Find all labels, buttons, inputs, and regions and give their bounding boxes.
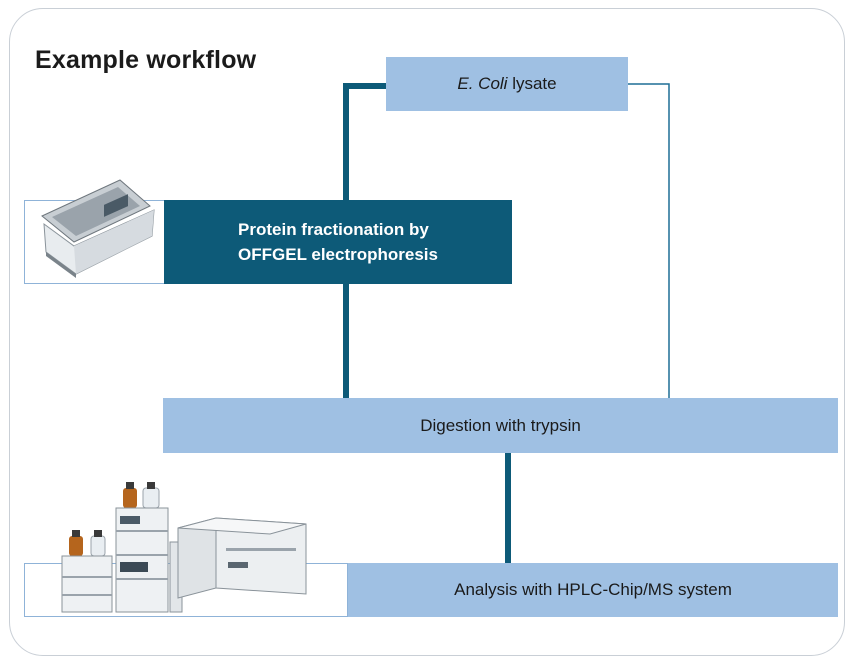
thick-connector-left — [343, 83, 386, 398]
offgel-fractionator-icon — [41, 179, 155, 278]
digestion-step: Digestion with trypsin — [163, 398, 838, 453]
fractionation-line-2: OFFGEL electrophoresis — [238, 245, 438, 264]
analysis-label: Analysis with HPLC-Chip/MS system — [454, 580, 732, 599]
thin-connector-right — [628, 83, 670, 398]
fractionation-text: Protein fractionation by OFFGEL electrop… — [238, 217, 438, 267]
hplc-chip-ms-system-icon — [61, 482, 307, 613]
fractionation-line-1: Protein fractionation by — [238, 220, 429, 239]
digestion-label: Digestion with trypsin — [420, 415, 581, 435]
lysate-step: E. Coli lysate — [386, 57, 628, 111]
fractionation-step: Protein fractionation by OFFGEL electrop… — [164, 200, 512, 284]
page-title: Example workflow — [35, 46, 257, 74]
lysate-label: lysate — [507, 74, 557, 93]
analysis-step: Analysis with HPLC-Chip/MS system — [348, 563, 838, 617]
lysate-organism: E. Coli — [457, 74, 508, 93]
